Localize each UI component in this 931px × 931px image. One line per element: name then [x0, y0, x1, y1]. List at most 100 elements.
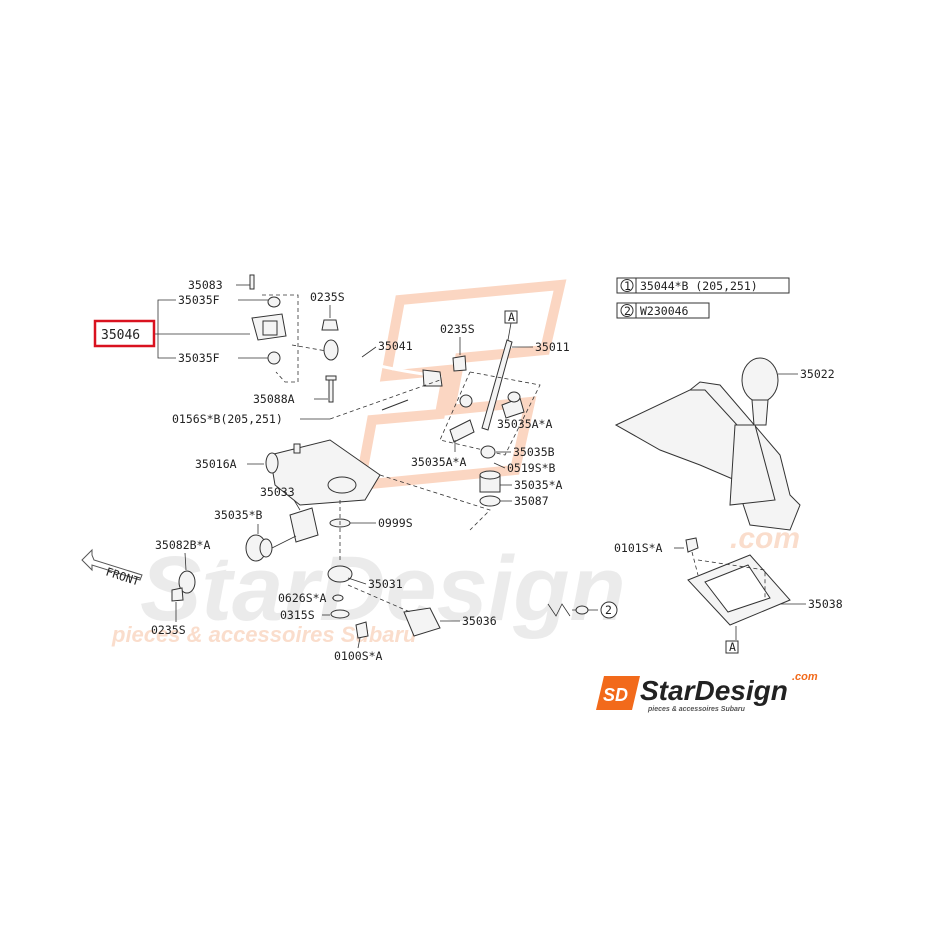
- washer-0315S: [330, 609, 350, 619]
- bolt-35083: [249, 274, 255, 290]
- bracket-leader-bottom: [157, 334, 176, 359]
- callout-zigzag: [547, 603, 571, 617]
- part-label-35038[interactable]: 35038: [808, 597, 843, 611]
- part-label-35087[interactable]: 35087: [514, 494, 549, 508]
- leader-0100SA: [357, 637, 361, 649]
- nut-0235S-b: [452, 355, 467, 372]
- bushing-left: [449, 419, 475, 443]
- ref-letter-a-top: A: [508, 310, 515, 324]
- part-label-0100SA[interactable]: 0100S*A: [334, 649, 383, 663]
- part-label-35033[interactable]: 35033: [260, 485, 295, 499]
- watermark-logo-shape: [353, 279, 567, 491]
- part-label-35082BA[interactable]: 35082B*A: [155, 538, 210, 552]
- bracket-bore: [262, 320, 278, 336]
- part-label-0626SA[interactable]: 0626S*A: [278, 591, 327, 605]
- part-label-35035F-top[interactable]: 35035F: [178, 293, 220, 307]
- circle-2-text: 2: [605, 603, 612, 617]
- clip-0626S: [332, 594, 344, 602]
- part-label-35035B[interactable]: 35035B: [513, 445, 555, 459]
- bushing-top: [267, 296, 281, 308]
- legend-text-2: W230046: [640, 304, 689, 318]
- rod-35031-eye: [327, 565, 353, 583]
- legend-circle-1: [620, 279, 634, 292]
- part-label-0519SB[interactable]: 0519S*B: [507, 461, 556, 475]
- bracket-assembly-35046: 35046 35083 35035F 35035F: [93, 274, 333, 383]
- shift-knob: [741, 357, 779, 403]
- part-label-0156S[interactable]: 0156S*B(205,251): [172, 412, 283, 426]
- screw-dash: [691, 551, 699, 576]
- shift-rod-35031: 35082B*A 35031 0235S 0626S*A 0315S 0100S…: [81, 538, 497, 663]
- part-label-35035A[interactable]: 35035*A: [514, 478, 563, 492]
- highlight-box: [93, 319, 156, 348]
- part-label-0999S[interactable]: 0999S: [378, 516, 413, 530]
- shift-boot: [729, 424, 776, 506]
- lever-35011: [481, 339, 513, 431]
- bolt-0100S: [355, 621, 369, 639]
- part-label-35083[interactable]: 35083: [188, 278, 223, 292]
- rod-35041: 0235S 35041 35088A 0156S*B(205,251): [172, 290, 443, 426]
- part-label-35035F-bottom[interactable]: 35035F: [178, 351, 220, 365]
- part-label-35046[interactable]: 35046: [101, 328, 140, 343]
- bezel-35038: 0101S*A 35038 A: [614, 537, 843, 654]
- part-label-35035AA-right[interactable]: 35035A*A: [497, 417, 552, 431]
- housing-35016A: 35016A 35033 35035*B 0999S: [195, 439, 491, 562]
- part-label-35016A[interactable]: 35016A: [195, 457, 237, 471]
- shift-lever-group: 0235S A 35011 35035A*A 35035A*A 35035B 0…: [411, 310, 570, 508]
- shift-knob-neck: [751, 399, 769, 426]
- logo-initials: SD: [603, 685, 628, 705]
- part-label-35035B2[interactable]: 35035*B: [214, 508, 263, 522]
- part-label-0235S-a[interactable]: 0235S: [310, 290, 345, 304]
- part-label-0101SA[interactable]: 0101S*A: [614, 541, 663, 555]
- rod-35031-highlight: [195, 563, 341, 577]
- part-label-35088A[interactable]: 35088A: [253, 392, 295, 406]
- rod-eye: [323, 339, 339, 361]
- rod-dash-link: [329, 379, 441, 420]
- lever-dash-box: [439, 371, 541, 456]
- bolt-35088A-head: [325, 375, 337, 381]
- legend-text-1: 35044*B (205,251): [640, 279, 758, 293]
- nut-0235S-a: [321, 319, 339, 331]
- logo-tagline: pieces & accessoires Subaru: [647, 706, 746, 713]
- bracket-35033: [289, 507, 319, 543]
- nut-0235S-c: [171, 587, 184, 602]
- part-label-35022[interactable]: 35022: [800, 367, 835, 381]
- rod-35031-dash: [347, 584, 411, 613]
- front-label: FRONT: [104, 565, 141, 589]
- rod-clevis: [422, 369, 443, 387]
- washer-35082B: [178, 570, 196, 594]
- part-label-35041[interactable]: 35041: [378, 339, 413, 353]
- watermark-background: StarDesign .com pieces & accessoires Sub…: [111, 279, 800, 647]
- part-label-35035AA-left[interactable]: 35035A*A: [411, 455, 466, 469]
- leader-35041: [361, 346, 377, 358]
- callout-washer: [575, 605, 589, 615]
- part-label-0235S-c[interactable]: 0235S: [151, 623, 186, 637]
- housing-end: [265, 452, 279, 474]
- front-arrow-icon: [81, 548, 143, 581]
- leader-ref-a-top: [507, 322, 512, 341]
- housing-bore: [327, 476, 357, 494]
- part-label-35036[interactable]: 35036: [462, 614, 497, 628]
- bracket-dash-box: [262, 294, 299, 383]
- circle-2-marker: [600, 601, 618, 619]
- legend-row-1: [616, 277, 790, 294]
- ref-box-a-bottom: [725, 640, 739, 654]
- leader-35082BA: [184, 552, 187, 571]
- part-label-0235S-b[interactable]: 0235S: [440, 322, 475, 336]
- logo-brand-text: StarDesign: [640, 675, 788, 706]
- console-body: [614, 381, 801, 531]
- stardesign-logo: SD StarDesign .com pieces & accessoires …: [596, 671, 818, 713]
- bezel-dash: [697, 559, 766, 600]
- part-label-35031[interactable]: 35031: [368, 577, 403, 591]
- leader-35031: [347, 577, 367, 585]
- legend-num-1: 1: [624, 279, 631, 293]
- ball-35035B: [480, 445, 496, 459]
- watermark-brand-text: StarDesign: [140, 538, 626, 640]
- bolt-0156S: [381, 399, 409, 411]
- housing-stud: [293, 443, 301, 454]
- legend: 1 35044*B (205,251) 2 W230046: [616, 277, 790, 319]
- part-label-35011[interactable]: 35011: [535, 340, 570, 354]
- legend-circle-2: [620, 304, 634, 317]
- part-label-0315S[interactable]: 0315S: [280, 608, 315, 622]
